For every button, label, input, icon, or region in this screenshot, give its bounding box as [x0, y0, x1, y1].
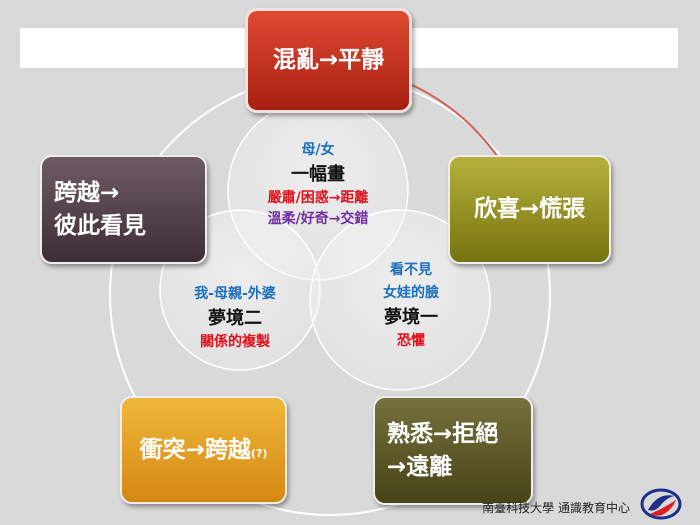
right-circle-subtitle-line2: 女娃的臉 [383, 285, 439, 301]
box-bottom-left: 衝突→跨越(?) [120, 396, 287, 504]
box-bottom-right-text: 熟悉→拒絕 →遠離 [375, 418, 510, 482]
left-circle-subtitle: 我-母親-外婆 [194, 286, 276, 302]
box-top-text: 混亂→平靜 [272, 47, 385, 74]
right-circle [309, 209, 491, 391]
outer-ring-accent [411, 84, 501, 161]
box-bottom-left-main: 衝突→跨越 [139, 436, 251, 463]
top-circle-subtitle: 母/女 [301, 142, 335, 158]
box-left-line1: 跨越→ [54, 180, 120, 207]
left-circle-title: 夢境二 [208, 308, 262, 329]
top-circle-title: 一幅畫 [291, 164, 345, 185]
box-left-text: 跨越→ 彼此看見 [42, 177, 158, 241]
left-circle-line1: 關係的複製 [200, 334, 270, 350]
right-circle-line1: 恐懼 [397, 333, 425, 349]
top-circle-line2: 溫柔/好奇→交錯 [267, 211, 369, 227]
top-circle-line1: 嚴肅/困惑→距離 [267, 190, 369, 206]
box-bottom-left-sub: (?) [250, 446, 268, 460]
box-right: 欣喜→慌張 [448, 155, 611, 264]
university-logo-icon [640, 488, 682, 520]
footer-institution: 南臺科技大學 通識教育中心 [482, 501, 630, 515]
box-right-text: 欣喜→慌張 [473, 196, 586, 223]
box-bottom-left-text: 衝突→跨越(?) [128, 434, 280, 466]
box-bottom-right-line1: 熟悉→拒絕 [387, 421, 499, 448]
box-bottom-right: 熟悉→拒絕 →遠離 [373, 396, 533, 505]
right-circle-subtitle-line1: 看不見 [390, 262, 432, 278]
box-left: 跨越→ 彼此看見 [40, 155, 207, 264]
box-bottom-right-line2: →遠離 [387, 453, 453, 480]
box-top: 混亂→平靜 [245, 8, 412, 113]
box-left-line2: 彼此看見 [54, 212, 146, 239]
right-circle-title: 夢境一 [384, 307, 438, 328]
